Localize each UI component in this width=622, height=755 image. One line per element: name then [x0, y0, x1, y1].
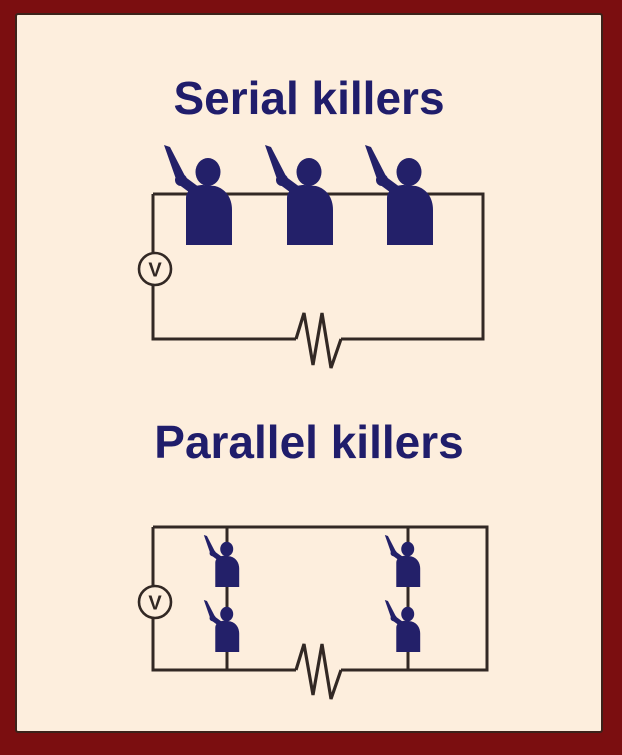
resistor-icon: [294, 643, 343, 700]
voltage-label: V: [148, 260, 162, 282]
parallel-circuit-diagram: V: [137, 525, 489, 700]
voltage-source-icon: V: [137, 584, 173, 620]
voltage-source-icon: V: [137, 251, 173, 287]
parallel-title: Parallel killers: [154, 416, 464, 468]
serial-circuit-diagram: V: [137, 137, 485, 369]
killer-icon: [385, 535, 420, 587]
killer-icon: [204, 535, 239, 587]
killer-icon: [204, 600, 239, 652]
serial-title: Serial killers: [173, 72, 445, 124]
voltage-label: V: [148, 593, 162, 615]
resistor-icon: [294, 312, 343, 369]
killer-icon: [385, 600, 420, 652]
circuit-wire: [151, 525, 489, 672]
meme-panel: Serial killers Parallel killers: [15, 13, 603, 733]
